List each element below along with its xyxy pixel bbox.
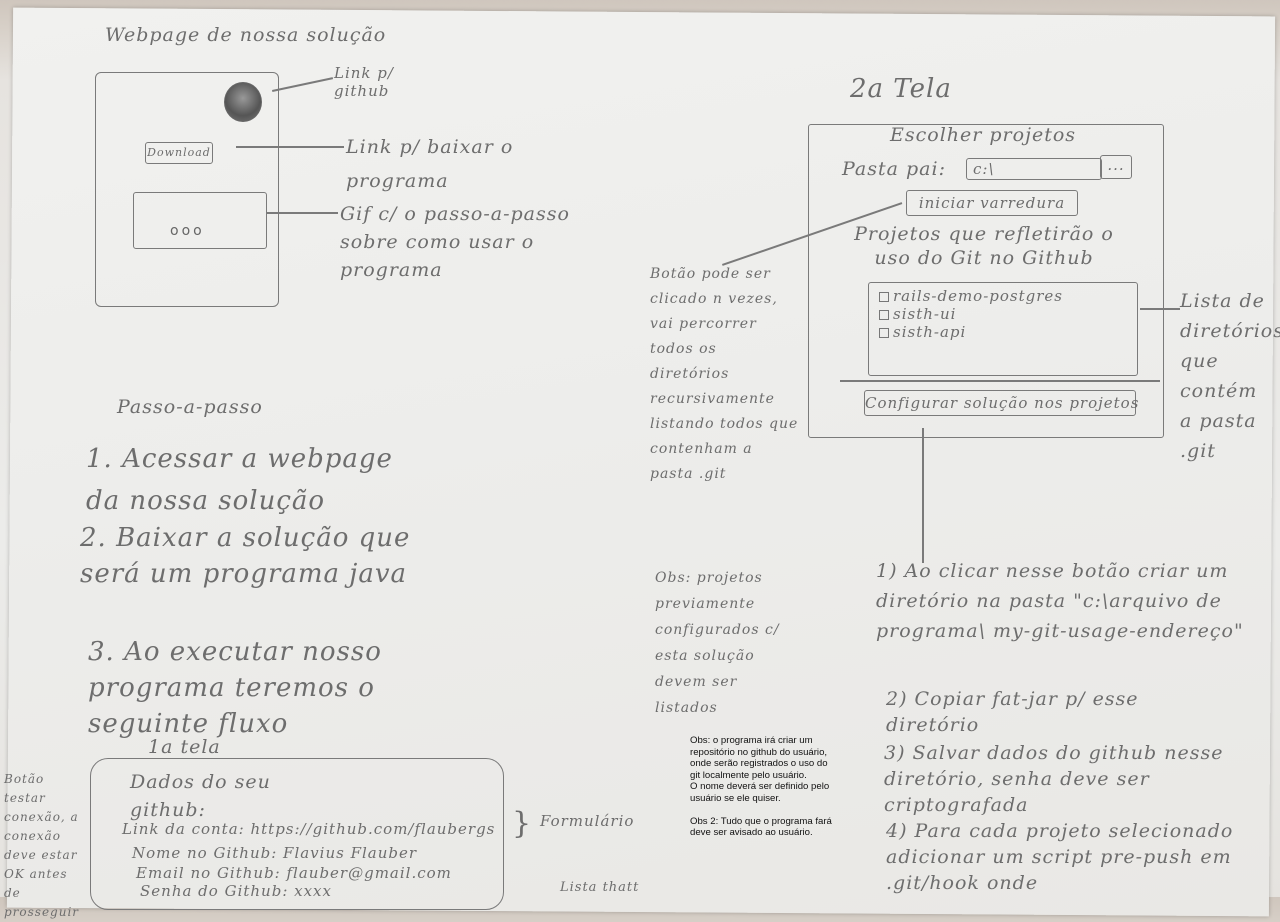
tela2-window: [808, 124, 1164, 438]
arrow-right-note: [1140, 308, 1180, 310]
field-password[interactable]: Senha do Github: xxxx: [140, 882, 332, 900]
project-label: rails-demo-postgres: [893, 287, 1063, 305]
gif-placeholder: ooo: [133, 192, 267, 249]
project-item[interactable]: sisth-ui: [879, 305, 956, 323]
checkbox-icon[interactable]: [879, 292, 889, 302]
checkbox-icon[interactable]: [879, 310, 889, 320]
tela1-bottom-fragment: Lista thatt: [560, 880, 640, 895]
action-3: 3) Salvar dados do github nesse diretóri…: [884, 742, 1224, 816]
browse-button[interactable]: ...: [1100, 155, 1132, 179]
note-gif: Gif c/ o passo-a-passo sobre como usar o…: [340, 203, 570, 281]
steps-heading: Passo-a-passo: [117, 396, 263, 418]
note-line: O nome deverá ser definido pelo: [690, 781, 830, 793]
tela2-heading: 2a Tela: [850, 74, 952, 104]
arrow-gif: [266, 212, 338, 214]
tela1-form-title: Dados do seu github:: [130, 771, 271, 821]
step-2: 2. Baixar a solução que será um programa…: [80, 523, 411, 589]
download-button[interactable]: Download: [145, 142, 213, 164]
checkbox-icon[interactable]: [879, 328, 889, 338]
path-value: c:\: [973, 160, 995, 178]
project-list-caption: Projetos que refletirão o uso do Git no …: [854, 223, 1114, 269]
field-link[interactable]: Link da conta: https://github.com/flaube…: [122, 820, 496, 838]
brace-icon: }: [512, 806, 533, 841]
step-1: 1. Acessar a webpage da nossa solução: [86, 444, 393, 516]
project-list: rails-demo-postgres sisth-ui sisth-api: [868, 282, 1138, 376]
note-line: usuário se ele quiser.: [690, 792, 781, 804]
note-line: Obs 2: Tudo que o programa fará: [690, 815, 832, 827]
action-4: 4) Para cada projeto selecionado adicion…: [886, 820, 1234, 894]
download-button-label: Download: [147, 146, 211, 159]
note-line: git localmente pelo usuário.: [690, 769, 807, 781]
tela1-side-note: Botão testar conexão, a conexão deve est…: [4, 772, 80, 919]
note-link-github: Link p/ github: [334, 64, 394, 100]
note-line: repositório no github do usuário,: [690, 746, 828, 758]
typed-note: Obs: o programa irá criar um repositório…: [690, 735, 850, 839]
project-label: sisth-api: [893, 323, 967, 341]
project-item[interactable]: sisth-api: [879, 323, 966, 341]
tela1-heading: 1a tela: [148, 736, 221, 758]
arrow-to-actions: [922, 428, 924, 563]
arrow-download: [236, 146, 344, 148]
mid-note-obs: Obs: projetos previamente configurados c…: [655, 570, 780, 716]
path-input[interactable]: c:\: [966, 158, 1102, 180]
note-link-download: Link p/ baixar o programa: [346, 136, 514, 192]
mid-note-button: Botão pode ser clicado n vezes, vai perc…: [650, 266, 799, 482]
github-avatar-icon[interactable]: [224, 82, 262, 122]
project-label: sisth-ui: [893, 305, 957, 323]
browse-button-label: ...: [1107, 156, 1125, 174]
field-name[interactable]: Nome no Github: Flavius Flauber: [132, 844, 418, 862]
webpage-title: Webpage de nossa solução: [105, 24, 387, 46]
start-scan-button[interactable]: iniciar varredura: [906, 190, 1078, 216]
note-line: deve ser avisado ao usuário.: [690, 827, 813, 839]
gif-dots: ooo: [170, 223, 205, 239]
note-line: onde serão registrados o uso do: [690, 758, 828, 770]
start-scan-label: iniciar varredura: [918, 194, 1066, 212]
webpage-frame: [95, 72, 279, 307]
action-1: 1) Ao clicar nesse botão criar um diretó…: [876, 560, 1244, 642]
configure-button-label: Configurar solução nos projetos: [865, 394, 1140, 412]
project-item[interactable]: rails-demo-postgres: [879, 287, 1063, 305]
tela2-window-title: Escolher projetos: [890, 124, 1077, 146]
step-3: 3. Ao executar nosso programa teremos o …: [88, 637, 382, 739]
path-label: Pasta pai:: [842, 158, 946, 180]
note-line: Obs: o programa irá criar um: [690, 735, 813, 746]
field-email[interactable]: Email no Github: flauber@gmail.com: [136, 864, 452, 882]
tela1-form-label: Formulário: [540, 812, 635, 830]
action-2: 2) Copiar fat-jar p/ esse diretório: [886, 688, 1139, 736]
divider: [840, 380, 1160, 382]
right-note-list: Lista de diretórios que contém a pasta .…: [1180, 290, 1280, 462]
configure-button[interactable]: Configurar solução nos projetos: [864, 390, 1140, 416]
